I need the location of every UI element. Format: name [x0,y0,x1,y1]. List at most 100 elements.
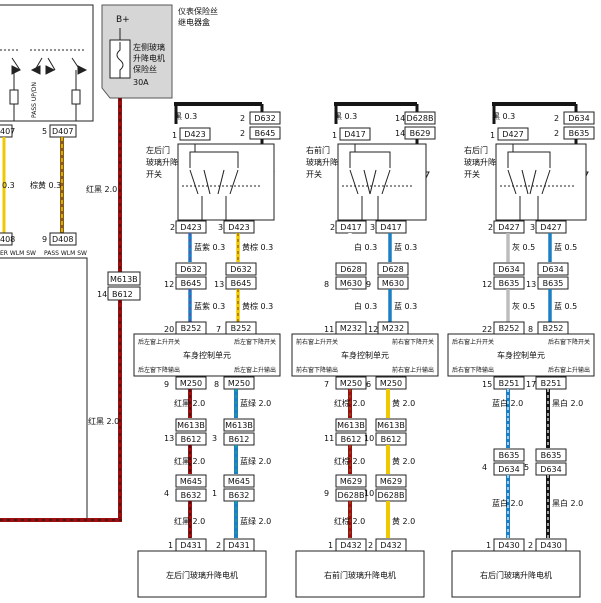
left-conn-408-label: 408 [0,235,15,244]
mid-pin-left-3: 12 [482,280,492,289]
c2-pin-left-2: 9 [324,489,329,498]
left-conn-d408 [49,232,77,246]
sw-conn-left-1-label: D423 [180,223,201,232]
out-pin-left-1: 9 [164,380,169,389]
bcm-box-2 [291,333,439,377]
switch-line-b [513,151,551,168]
switch-blade-d [529,169,537,195]
c2-right-b-1-label: B632 [229,491,250,500]
motor-pin-left-1: 1 [168,541,173,550]
top-conn-right-b-3 [563,126,595,140]
c1-pin-left-3: 4 [482,463,487,472]
trunk-pin: 14 [97,290,107,299]
c1-pin-right-3: 5 [524,463,529,472]
top-pin-left-3: 1 [490,131,495,140]
switch-line-a [189,144,196,168]
top-conn-right-b-3-label: B635 [569,129,590,138]
mot-wire-left-2-label-3: 蓝白 2.0 [492,498,523,508]
motor-conn-left-3-label: D430 [498,541,519,550]
sw-conn-right-1-label: D423 [228,223,249,232]
top-pin-right-b-2: 14 [395,129,405,138]
sig-wire-left-label-2: 白 0.3 [354,242,377,252]
left-bottom-frame [0,257,88,521]
bcm-pin-right-2: 12 [368,325,378,334]
c1-right-b-1 [223,432,255,446]
mid-conn-left-a-3 [493,262,525,276]
bcm-conn-left-1-label: B252 [181,324,202,333]
c1-right-a-2-label: M613B [377,421,405,430]
trunk-conn-a [107,271,141,286]
c1-left-a-3 [493,448,525,462]
out-conn-right-3 [535,376,567,390]
sw-conn-right-3-label: D427 [540,223,561,232]
mid-conn-right-b-3-label: B635 [543,279,564,288]
top-conn-right-a-1 [249,111,281,125]
motor-conn-right-1-label: D431 [228,541,249,550]
fuse-name-3: 保险丝 [133,64,157,74]
motor-pin-left-2: 1 [328,541,333,550]
c1-right-b-2-label: B612 [381,435,402,444]
c1-pin-left-1: 13 [164,434,174,443]
motor-conn-left-2-label: D432 [340,541,361,550]
bcm-conn-right-3-label: B252 [543,324,564,333]
left-pin-5: 5 [42,127,47,136]
top-conn-right-a-3-label: D634 [568,114,589,123]
top-conn-right-a-2 [404,111,436,125]
sw-pin-right-2: 3 [370,223,375,232]
c2-right-a-2 [375,474,407,488]
mot-wire-right-1-label-1: 蓝绿 2.0 [240,398,271,408]
power-trunk: 红黑 2.0 M613B B612 14 红黑 2.0 [0,98,141,522]
mid-pin-right-1: 13 [214,280,224,289]
out-pin-left-3: 15 [482,380,492,389]
bcm-out-right-3: 后右窗上升输出 [548,366,590,374]
mid-conn-right-b-2 [377,276,409,290]
motor-pin-right-2: 2 [368,541,373,550]
c2-pin-right-1: 1 [212,489,217,498]
switch-blade-c [521,169,529,195]
left-conn-408 [0,232,13,246]
fuse-box-title-1: 仪表保险丝 [178,6,218,16]
mot-wire-left-3-label-1: 红黑 2.0 [174,516,205,526]
sw-conn-left-3-label: D427 [498,223,519,232]
left-wire-partial-label: 0.3 [2,181,15,190]
switch-blade-a [349,169,359,195]
mot-wire-left-2-label-2: 红棕 2.0 [334,456,365,466]
top-wire-label-1: 黑 0.3 [174,112,197,121]
top-wire-label-3: 黑 0.3 [492,112,515,121]
sig-wire-right-label-2: 蓝 0.3 [394,242,417,252]
c1-right-a-1-label: M613B [225,421,253,430]
switch-name-2-3: 玻璃升降 [464,157,496,167]
bcm-in-right-2: 前右窗下降开关 [392,338,434,346]
trunk-conn-b-label: B612 [112,290,133,299]
mid-conn-left-a-2 [335,262,367,276]
mid-conn-right-a-2-label: D628 [382,265,403,274]
bcm-out-right-2: 前右窗上升输出 [392,366,434,374]
sw-pin-left-1: 2 [170,223,175,232]
fuse-box: B+ 左侧玻璃 升降电机 保险丝 30A 仪表保险丝 继电器盒 [101,4,218,99]
left-sw-label-2: PASS WLM SW [44,250,87,257]
window-columns: 黑 0.31D4232D6322B645黑 2.0G212左后门玻璃升降开关2D… [133,102,595,598]
mid-pin-left-2: 8 [324,280,329,289]
mot-wire-right-1-label-2: 黄 2.0 [392,398,415,408]
motor-label-1: 左后门玻璃升降电机 [166,570,238,580]
mot-wire-right-3-label-1: 蓝绿 2.0 [240,516,271,526]
switch-name-2-1: 玻璃升降 [146,157,178,167]
out-conn-left-3-label: B251 [499,379,520,388]
out-conn-right-3-label: B251 [541,379,562,388]
bcm-out-right-1: 后左窗上升输出 [234,366,276,374]
switch-blade-a [189,169,199,195]
switch-name-2-2: 玻璃升降 [306,157,338,167]
c1-left-a-1 [175,418,207,432]
c1-right-b-2 [375,432,407,446]
top-pin-right-a-3: 2 [554,114,559,123]
motor-box-1 [137,550,267,598]
fuse-box-title-2: 继电器盒 [178,17,210,27]
motor-pin-right-1: 2 [216,541,221,550]
c2-left-a-1 [175,474,207,488]
mid-conn-right-b-2-label: M630 [382,279,404,288]
fuse-bplus: B+ [116,15,130,25]
top-conn-left-2 [339,127,371,141]
out-conn-right-1-label: M250 [228,379,250,388]
bcm-conn-left-2-label: M232 [340,324,362,333]
bcm-title-2: 车身控制单元 [341,350,389,360]
